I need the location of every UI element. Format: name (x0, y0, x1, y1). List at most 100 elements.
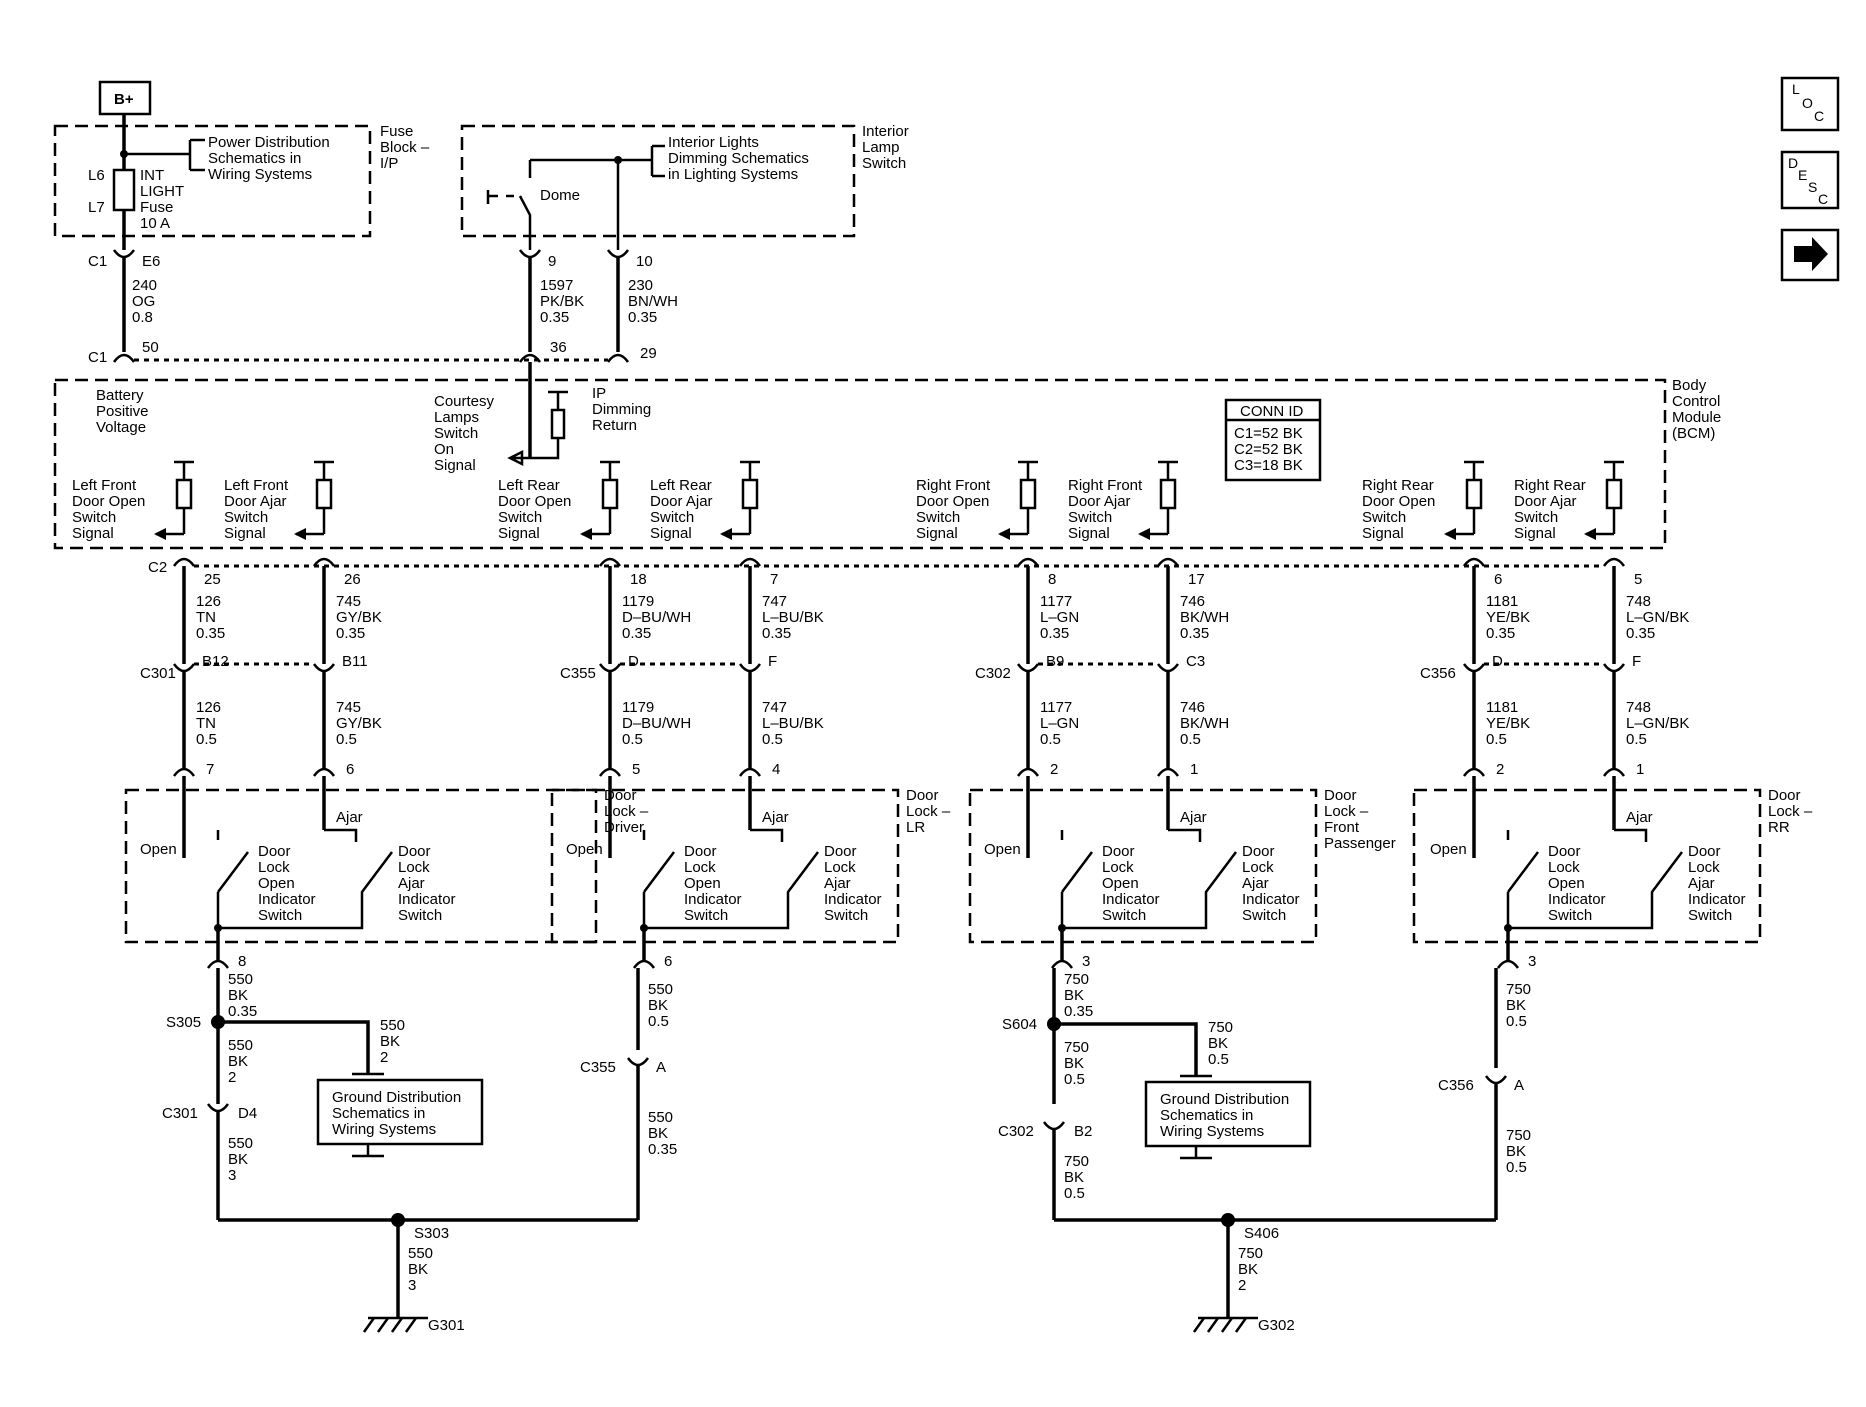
door-pin-number: 1 (1636, 761, 1644, 778)
svg-text:Ajar: Ajar (1242, 875, 1269, 892)
connector-label: C301 (162, 1105, 198, 1122)
splice-label: S604 (1002, 1016, 1037, 1033)
svg-text:0.8: 0.8 (132, 309, 153, 326)
svg-text:Wiring Systems: Wiring Systems (332, 1121, 436, 1138)
next-button[interactable] (1780, 228, 1840, 282)
loc-button[interactable]: L O C (1780, 76, 1840, 132)
svg-text:Ground Distribution: Ground Distribution (332, 1089, 461, 1106)
svg-text:Courtesy: Courtesy (434, 393, 495, 410)
wire-230-label: 230 BN/WH 0.35 (628, 277, 678, 326)
svg-text:550: 550 (408, 1245, 433, 1262)
desc-button[interactable]: D E S C (1780, 150, 1840, 210)
wire-240-label: 240 OG 0.8 (132, 277, 157, 326)
svg-text:0.35: 0.35 (228, 1003, 257, 1020)
svg-text:0.5: 0.5 (336, 731, 357, 748)
ip-dimming-label: IP Dimming Return (592, 385, 651, 434)
svg-text:Interior: Interior (862, 123, 909, 140)
svg-text:YE/BK: YE/BK (1486, 715, 1530, 732)
svg-text:BK: BK (1064, 987, 1084, 1004)
svg-text:Left Rear: Left Rear (498, 477, 560, 494)
svg-text:BN/WH: BN/WH (628, 293, 678, 310)
svg-text:BK/WH: BK/WH (1180, 609, 1229, 626)
svg-text:Switch: Switch (1242, 907, 1286, 924)
svg-text:1181: 1181 (1486, 699, 1518, 716)
svg-text:BK: BK (648, 997, 668, 1014)
svg-text:Indicator: Indicator (1548, 891, 1606, 908)
svg-text:Ajar: Ajar (1688, 875, 1715, 892)
svg-text:YE/BK: YE/BK (1486, 609, 1530, 626)
svg-text:C2=52 BK: C2=52 BK (1234, 441, 1303, 458)
svg-text:126: 126 (196, 593, 221, 610)
svg-text:Indicator: Indicator (824, 891, 882, 908)
inline-connector-label: C301 (140, 665, 176, 682)
svg-text:Lock: Lock (824, 859, 856, 876)
conn-id-box (1224, 398, 1322, 482)
svg-text:CONN ID: CONN ID (1240, 403, 1304, 420)
ground-pin-number: 3 (1528, 953, 1536, 970)
svg-text:Signal: Signal (72, 525, 114, 542)
svg-text:Indicator: Indicator (258, 891, 316, 908)
splice-label: S406 (1244, 1225, 1279, 1242)
svg-text:Indicator: Indicator (1688, 891, 1746, 908)
c2-pin-number: 7 (770, 571, 778, 588)
svg-text:Fuse: Fuse (140, 199, 173, 216)
svg-text:C: C (1818, 191, 1828, 207)
svg-text:Wiring Systems: Wiring Systems (208, 166, 312, 183)
svg-text:Ajar: Ajar (398, 875, 425, 892)
svg-text:50: 50 (142, 339, 159, 356)
svg-text:3: 3 (408, 1277, 416, 1294)
svg-text:750: 750 (1064, 971, 1089, 988)
svg-text:BK: BK (648, 1125, 668, 1142)
svg-text:0.5: 0.5 (622, 731, 643, 748)
svg-text:Signal: Signal (1514, 525, 1556, 542)
svg-text:BK: BK (1208, 1035, 1228, 1052)
svg-text:Control: Control (1672, 393, 1720, 410)
svg-text:Block –: Block – (380, 139, 430, 156)
connector-pin: B2 (1074, 1123, 1092, 1140)
svg-text:Switch: Switch (224, 509, 268, 526)
interior-lights-ref: Interior Lights Dimming Schematics in Li… (668, 134, 809, 183)
inline-pin: F (768, 653, 777, 670)
svg-text:Door Ajar: Door Ajar (1068, 493, 1131, 510)
svg-text:Switch: Switch (398, 907, 442, 924)
svg-text:INT: INT (140, 167, 164, 184)
svg-text:Indicator: Indicator (398, 891, 456, 908)
svg-text:1181: 1181 (1486, 593, 1518, 610)
svg-text:L7: L7 (88, 199, 105, 216)
c2-pin-number: 5 (1634, 571, 1642, 588)
svg-text:0.5: 0.5 (1506, 1159, 1527, 1176)
open-label: Open (984, 841, 1021, 858)
svg-text:RR: RR (1768, 819, 1790, 836)
svg-text:Left Rear: Left Rear (650, 477, 712, 494)
svg-text:C1: C1 (88, 349, 107, 366)
c2-pin-number: 17 (1188, 571, 1205, 588)
svg-text:0.5: 0.5 (196, 731, 217, 748)
svg-text:BK: BK (228, 1053, 248, 1070)
svg-text:(BCM): (BCM) (1672, 425, 1715, 442)
svg-text:GY/BK: GY/BK (336, 609, 382, 626)
inline-pin: B9 (1046, 653, 1064, 670)
door-pin-number: 6 (346, 761, 354, 778)
svg-text:Lock –: Lock – (604, 803, 649, 820)
fuse-block-label: Fuse Block – I/P (380, 123, 430, 172)
svg-text:BK: BK (1506, 1143, 1526, 1160)
svg-text:Dimming: Dimming (592, 401, 651, 418)
ajar-label: Ajar (336, 809, 363, 826)
